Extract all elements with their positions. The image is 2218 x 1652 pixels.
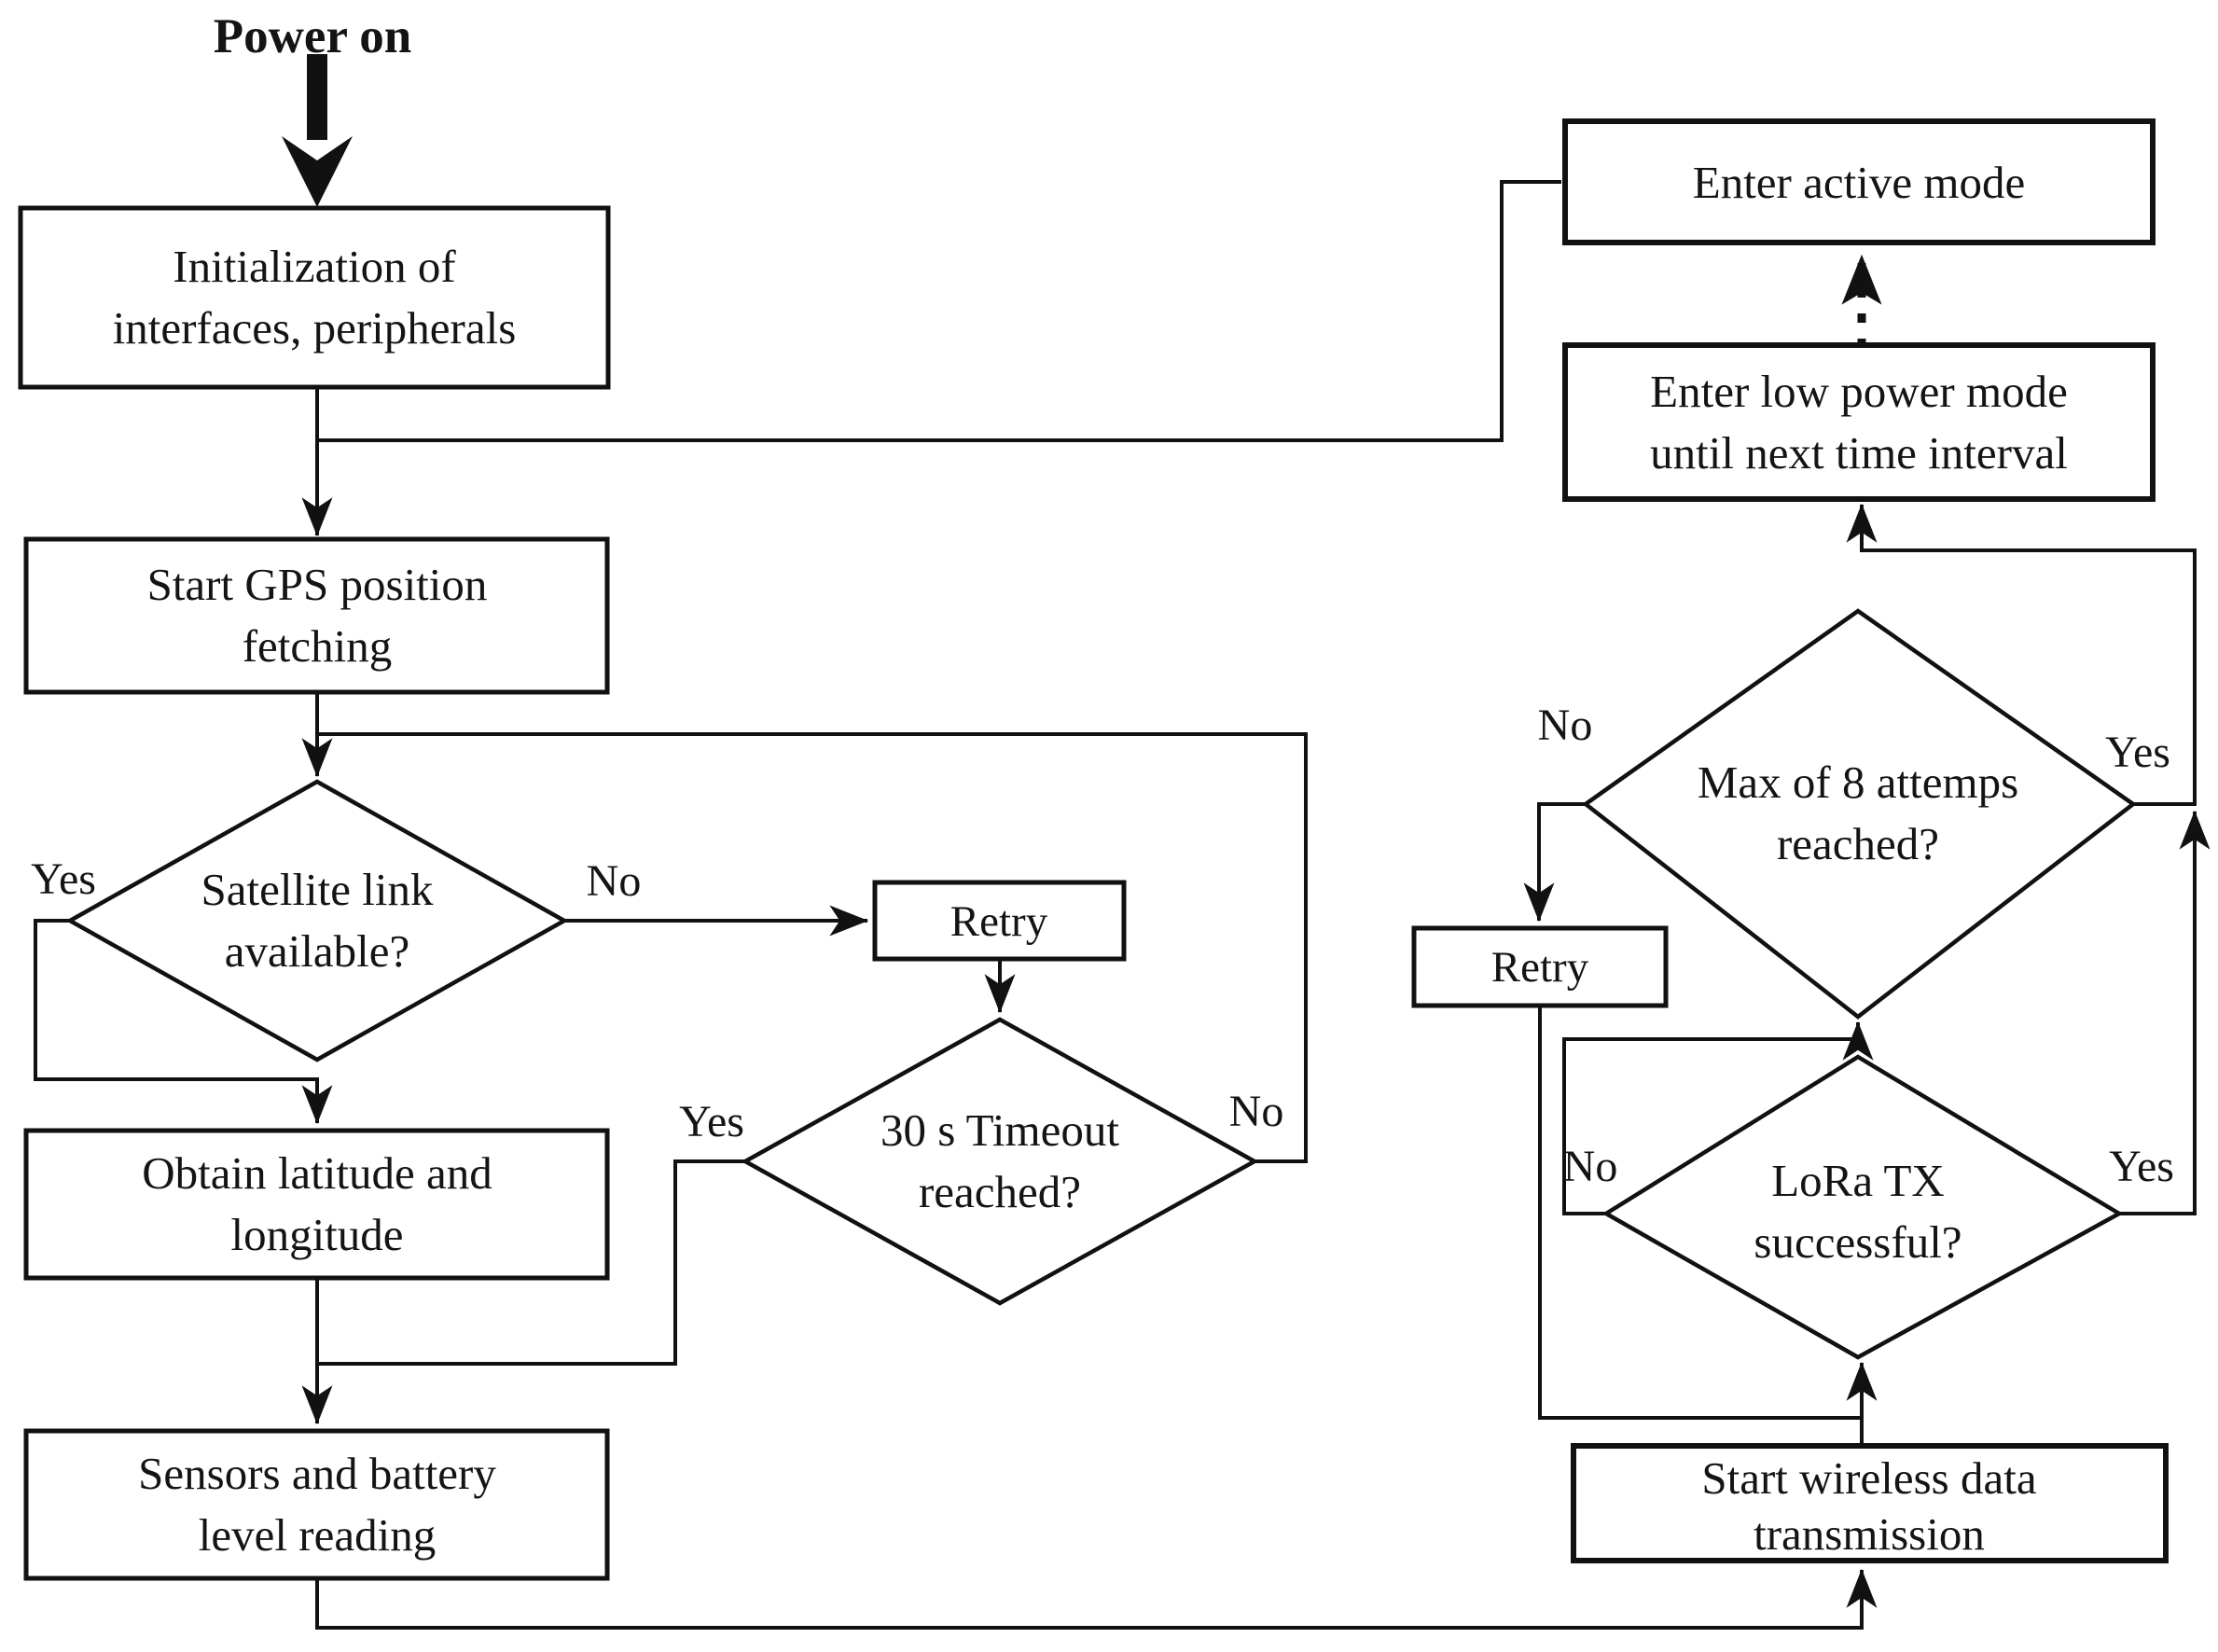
label-lora-no: No bbox=[1563, 1142, 1618, 1191]
active-mode-box bbox=[1562, 118, 2156, 245]
edge-retry-tx-return bbox=[1538, 1006, 1862, 1420]
edge-power-on-arrowhead bbox=[282, 136, 353, 207]
satellite-line2: available? bbox=[225, 925, 410, 977]
edge-lora-no-to-max bbox=[1562, 1020, 1874, 1215]
retry-tx-label: Retry bbox=[1491, 943, 1589, 992]
lora-line1: LoRa TX bbox=[1771, 1155, 1945, 1206]
initialization-line2: interfaces, peripherals bbox=[113, 302, 517, 354]
node-start-gps: Start GPS position fetching bbox=[23, 536, 610, 695]
label-timeout-yes: Yes bbox=[679, 1097, 744, 1146]
node-obtain-latlon: Obtain latitude and longitude bbox=[23, 1128, 610, 1281]
active-mode-label: Enter active mode bbox=[1693, 157, 2025, 208]
node-active-mode: Enter active mode bbox=[1562, 118, 2156, 245]
retry-tx-box bbox=[1411, 925, 1669, 1008]
timeout-diamond bbox=[741, 1017, 1259, 1306]
start-gps-line1: Start GPS position bbox=[147, 559, 488, 610]
max-attempts-line1: Max of 8 attemps bbox=[1698, 757, 2018, 808]
node-satellite-decision: Satellite link available? bbox=[65, 779, 569, 1062]
start-wireless-line1: Start wireless data bbox=[1701, 1452, 2036, 1504]
node-max-attempts-decision: Max of 8 attemps reached? bbox=[1582, 608, 2137, 1020]
edge-sensors-to-wireless bbox=[315, 1568, 1878, 1630]
low-power-box bbox=[1562, 342, 2156, 502]
node-retry-gps: Retry bbox=[872, 880, 1127, 962]
sensors-box bbox=[23, 1428, 610, 1581]
lora-diamond bbox=[1601, 1054, 2124, 1360]
node-sensors: Sensors and battery level reading bbox=[23, 1428, 610, 1581]
retry-gps-box bbox=[872, 880, 1127, 962]
max-attempts-line2: reached? bbox=[1777, 818, 1939, 869]
obtain-latlon-line2: longitude bbox=[230, 1209, 403, 1260]
edge-max-yes-to-lowpower bbox=[1846, 503, 2197, 806]
start-wireless-line2: transmission bbox=[1754, 1508, 1985, 1560]
start-wireless-box bbox=[1571, 1443, 2169, 1563]
label-max-no: No bbox=[1538, 701, 1593, 750]
label-timeout-no: No bbox=[1229, 1087, 1284, 1136]
initialization-box bbox=[18, 205, 611, 390]
timeout-line2: reached? bbox=[919, 1166, 1081, 1217]
node-initialization: Initialization of interfaces, peripheral… bbox=[18, 205, 611, 390]
node-low-power: Enter low power mode until next time int… bbox=[1562, 342, 2156, 502]
node-retry-tx: Retry bbox=[1411, 925, 1669, 1008]
power-on-label: Power on bbox=[214, 9, 411, 63]
label-satellite-yes: Yes bbox=[31, 854, 96, 904]
obtain-latlon-line1: Obtain latitude and bbox=[142, 1147, 492, 1199]
node-lora-decision: LoRa TX successful? bbox=[1601, 1054, 2124, 1360]
timeout-line1: 30 s Timeout bbox=[880, 1104, 1119, 1156]
satellite-diamond bbox=[65, 779, 569, 1062]
low-power-line1: Enter low power mode bbox=[1650, 366, 2068, 417]
obtain-latlon-box bbox=[23, 1128, 610, 1281]
lora-line2: successful? bbox=[1754, 1216, 1962, 1268]
edge-lora-yes-up bbox=[2119, 810, 2211, 1215]
initialization-line1: Initialization of bbox=[173, 241, 456, 292]
node-start-wireless: Start wireless data transmission bbox=[1571, 1443, 2169, 1563]
label-lora-yes: Yes bbox=[2109, 1142, 2174, 1191]
start-gps-line2: fetching bbox=[243, 620, 393, 672]
edge-init-branch-to-active-mode bbox=[317, 180, 1561, 442]
label-satellite-no: No bbox=[587, 856, 642, 906]
retry-gps-label: Retry bbox=[950, 897, 1048, 946]
label-max-yes: Yes bbox=[2105, 728, 2170, 777]
max-attempts-diamond bbox=[1582, 608, 2137, 1020]
edge-timeout-yes-join bbox=[317, 1159, 745, 1366]
edge-satellite-yes-to-obtain bbox=[34, 919, 333, 1125]
low-power-line2: until next time interval bbox=[1650, 427, 2068, 479]
sensors-line1: Sensors and battery bbox=[138, 1448, 496, 1499]
sensors-line2: level reading bbox=[199, 1509, 436, 1561]
satellite-line1: Satellite link bbox=[201, 864, 434, 915]
edge-timeout-no-return bbox=[317, 732, 1308, 1163]
edge-max-no-to-retry-tx bbox=[1523, 802, 1586, 923]
node-timeout-decision: 30 s Timeout reached? bbox=[741, 1017, 1259, 1306]
start-gps-box bbox=[23, 536, 610, 695]
